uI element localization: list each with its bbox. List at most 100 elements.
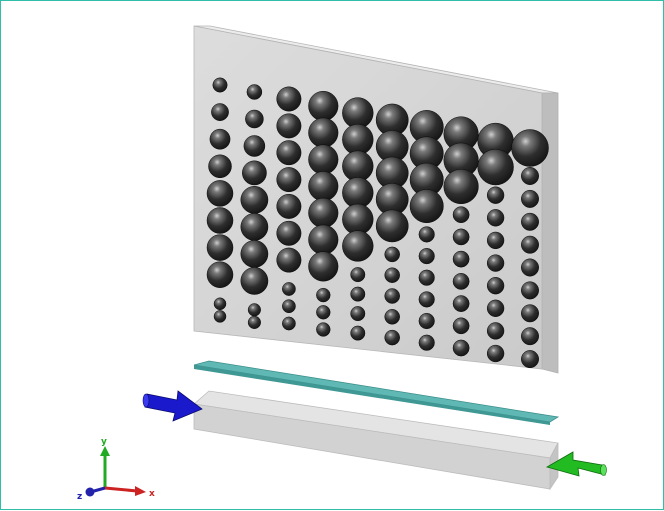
sphere — [276, 220, 302, 246]
sphere — [240, 186, 269, 214]
sphere — [276, 86, 302, 112]
sphere — [276, 167, 302, 193]
z-axis-head — [85, 487, 95, 497]
sphere — [316, 287, 331, 303]
sphere — [240, 213, 269, 241]
z-axis-label: z — [77, 492, 82, 502]
sphere — [342, 230, 374, 262]
sphere — [452, 339, 470, 357]
sphere — [418, 226, 435, 243]
sphere — [276, 193, 302, 219]
y-axis-head — [100, 446, 110, 456]
sphere — [521, 350, 539, 369]
sphere — [384, 329, 400, 346]
sphere — [245, 109, 264, 129]
sphere — [418, 248, 435, 265]
sphere — [282, 282, 296, 296]
sphere — [342, 97, 374, 129]
sphere — [375, 209, 409, 243]
sphere — [486, 277, 505, 295]
sphere — [316, 322, 331, 337]
sphere — [486, 254, 505, 272]
sphere — [486, 209, 505, 227]
sphere-grid — [206, 77, 549, 369]
sphere — [418, 291, 435, 308]
sphere — [211, 103, 229, 121]
sphere — [276, 140, 302, 166]
sphere — [206, 261, 234, 288]
sphere — [521, 281, 539, 300]
sphere — [486, 299, 505, 317]
sphere — [240, 267, 269, 295]
sphere — [308, 90, 339, 122]
x-axis-label: x — [149, 489, 155, 499]
sphere — [521, 258, 539, 277]
sphere — [206, 207, 234, 234]
sphere — [342, 177, 374, 209]
sphere — [384, 246, 400, 263]
sphere — [208, 154, 232, 179]
sphere — [521, 304, 539, 323]
sphere — [276, 247, 302, 273]
sphere — [246, 84, 263, 100]
porous-panel — [193, 25, 559, 374]
z-axis-arrow — [93, 486, 106, 493]
sphere — [308, 251, 339, 282]
sphere — [521, 212, 539, 231]
sphere — [213, 297, 227, 311]
sphere — [209, 128, 231, 150]
sphere — [452, 206, 470, 224]
sphere — [511, 129, 549, 167]
sphere — [477, 148, 514, 186]
sphere — [452, 295, 470, 312]
sphere — [316, 305, 331, 320]
sphere — [384, 309, 400, 325]
sphere — [350, 286, 366, 302]
sphere — [308, 144, 339, 175]
sphere — [213, 310, 227, 323]
sphere — [243, 135, 266, 157]
sphere — [486, 186, 505, 204]
sphere — [486, 322, 505, 340]
membrane-strip — [193, 360, 560, 425]
sphere — [247, 303, 261, 317]
sphere — [308, 224, 339, 255]
sphere — [486, 344, 505, 363]
sphere — [418, 334, 435, 351]
sphere — [282, 299, 296, 314]
sphere — [308, 197, 339, 228]
sphere — [521, 167, 539, 185]
sphere — [443, 168, 479, 205]
membrane-top-face — [193, 360, 560, 423]
sphere — [418, 269, 435, 286]
sphere — [276, 113, 302, 139]
membrane-edge-face — [194, 365, 550, 425]
sphere — [521, 327, 539, 346]
sphere — [350, 267, 366, 283]
blue-arrow-icon — [142, 390, 203, 422]
sphere — [206, 180, 234, 207]
sphere — [342, 203, 374, 236]
sphere — [247, 315, 261, 329]
axis-triad: y x z — [77, 437, 155, 502]
sphere — [486, 231, 505, 250]
x-axis-head — [135, 486, 146, 496]
y-axis-label: y — [101, 437, 107, 447]
sphere — [308, 171, 339, 202]
sphere — [308, 117, 339, 148]
sphere — [282, 316, 296, 331]
sphere — [212, 77, 228, 93]
sphere — [452, 273, 470, 290]
sphere — [342, 150, 374, 182]
sphere — [242, 160, 267, 186]
sphere — [452, 228, 470, 246]
sphere — [521, 235, 539, 254]
sphere — [384, 288, 400, 304]
sphere — [384, 267, 400, 283]
sphere — [521, 189, 539, 208]
sphere — [342, 123, 374, 156]
sphere — [409, 189, 444, 224]
sphere — [350, 325, 366, 341]
